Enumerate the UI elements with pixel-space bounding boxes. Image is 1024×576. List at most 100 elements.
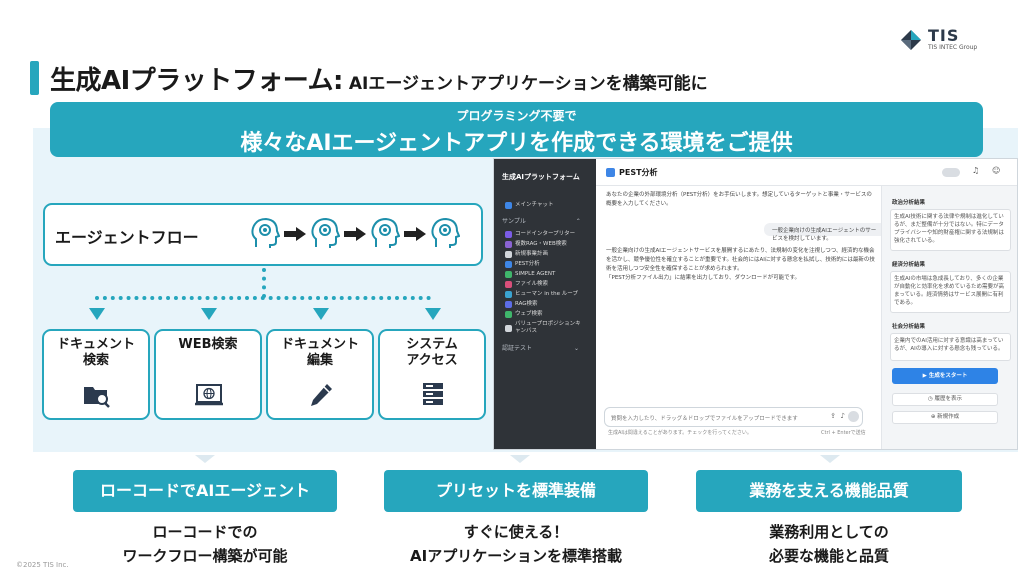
feature-title-quality: 業務を支える機能品質 bbox=[696, 470, 962, 512]
app-header: PEST分析 ♫ ☺ bbox=[596, 159, 1017, 186]
sidebar-section-test[interactable]: 認証テスト ⌄ bbox=[502, 343, 596, 352]
feature-desc-presets: すぐに使える！ AIアプリケーションを標準搭載 bbox=[410, 523, 622, 565]
political-title: 政治分析結果 bbox=[892, 200, 926, 206]
sidebar-item[interactable]: RAG検索 bbox=[505, 301, 596, 308]
app-screenshot: 生成AIプラットフォーム メインチャット サンプル ⌃ コードインタープリター複… bbox=[493, 158, 1018, 450]
sidebar-item[interactable]: ファイル検索 bbox=[505, 281, 596, 288]
sidebar-item[interactable]: PEST分析 bbox=[505, 261, 596, 268]
flow-connector-horizontal bbox=[95, 296, 431, 300]
divider-triangle bbox=[820, 455, 840, 463]
sidebar-section-label: 認証テスト bbox=[502, 345, 533, 352]
page-title: 生成AIプラットフォーム: AIエージェントアプリケーションを構築可能に bbox=[50, 60, 708, 97]
banner-headline: 様々なAIエージェントアプリを作成できる環境をご提供 bbox=[240, 131, 793, 156]
sidebar-item[interactable]: 複数RAG・WEB検索 bbox=[505, 241, 596, 248]
arrow-down-icon bbox=[201, 308, 217, 320]
divider-triangle bbox=[510, 455, 530, 463]
social-title: 社会分析結果 bbox=[892, 324, 926, 330]
send-button[interactable] bbox=[848, 411, 859, 422]
feature-title-lowcode: ローコードでAIエージェント bbox=[73, 470, 337, 512]
sidebar-item[interactable]: 新規事業計画 bbox=[505, 251, 596, 258]
sidebar-item[interactable]: ヒューマン in the ループ bbox=[505, 291, 596, 298]
sidebar-sample-list: コードインタープリター複数RAG・WEB検索新規事業計画 PEST分析 SIMPLE… bbox=[494, 231, 596, 335]
logo-tagline: TIS INTEC Group bbox=[928, 44, 978, 51]
user-message: 一般企業向けの生成AIエージェントのサービスを検討しています。 bbox=[764, 223, 888, 242]
start-generation-button[interactable]: ▶ 生成をスタート bbox=[892, 368, 998, 384]
app-icon bbox=[505, 281, 512, 288]
arrow-down-icon bbox=[425, 308, 441, 320]
title-sub: AIエージェントアプリケーションを構築可能に bbox=[342, 74, 708, 94]
agent-flow-chain bbox=[250, 217, 460, 251]
chat-input[interactable]: 質問を入力したり、ドラッグ＆ドロップでファイルをアップロードできます ⇪ ♪ bbox=[604, 407, 863, 427]
title-accent-bar bbox=[30, 61, 39, 95]
company-logo: TIS TIS INTEC Group bbox=[900, 28, 977, 51]
sidebar-item[interactable]: ウェブ検索 bbox=[505, 311, 596, 318]
show-history-button[interactable]: ◷ 履歴を表示 bbox=[892, 393, 998, 406]
app-icon bbox=[505, 231, 512, 238]
tool-web-search: WEB検索 bbox=[154, 329, 262, 420]
mic-icon[interactable]: ♪ bbox=[840, 412, 845, 420]
app-brand: 生成AIプラットフォーム bbox=[502, 173, 580, 181]
title-main: 生成AIプラットフォーム: bbox=[50, 66, 343, 96]
tool-label: システム アクセス bbox=[406, 337, 458, 368]
sidebar-item-label: RAG検索 bbox=[515, 301, 538, 307]
sidebar-section-samples[interactable]: サンプル ⌃ bbox=[502, 216, 596, 225]
app-icon bbox=[505, 291, 512, 298]
folder-search-icon bbox=[84, 387, 110, 408]
sidebar-item-main-chat[interactable]: メインチャット bbox=[505, 202, 596, 209]
tool-label: ドキュメント 編集 bbox=[280, 337, 359, 368]
analysis-panel: 政治分析結果 生成AI技術に関する法律や規制は進化しているが、まだ整備が十分では… bbox=[881, 186, 1017, 449]
app-title-text: PEST分析 bbox=[619, 168, 658, 177]
app-page-title: PEST分析 bbox=[606, 167, 658, 178]
theme-toggle[interactable] bbox=[942, 168, 960, 177]
app-icon bbox=[505, 241, 512, 248]
feature-desc-quality: 業務利用としての 必要な機能と品質 bbox=[768, 523, 889, 565]
tool-label: ドキュメント 検索 bbox=[56, 337, 135, 368]
flow-connector-vertical bbox=[262, 268, 266, 298]
sidebar-item-label: コードインタープリター bbox=[515, 231, 576, 237]
app-icon bbox=[505, 311, 512, 318]
new-button[interactable]: ⊕ 新規作成 bbox=[892, 411, 998, 424]
chat-icon bbox=[505, 202, 512, 209]
tool-label: WEB検索 bbox=[178, 337, 238, 352]
sidebar-item-label: 複数RAG・WEB検索 bbox=[515, 241, 567, 247]
sidebar-item-label: SIMPLE AGENT bbox=[515, 271, 556, 277]
ai-head-icon bbox=[371, 217, 400, 248]
app-icon bbox=[505, 324, 512, 332]
chevron-down-icon: ⌄ bbox=[573, 345, 579, 352]
arrow-right-icon bbox=[344, 227, 366, 241]
app-icon bbox=[505, 271, 512, 278]
sidebar-item[interactable]: SIMPLE AGENT bbox=[505, 271, 596, 278]
sidebar-item-label: ファイル検索 bbox=[515, 281, 549, 287]
app-sidebar: 生成AIプラットフォーム メインチャット サンプル ⌃ コードインタープリター複… bbox=[494, 159, 596, 449]
assistant-intro: あなたの企業の外部環境分析（PEST分析）をお手伝いします。想定しているターゲッ… bbox=[606, 192, 872, 207]
app-icon bbox=[505, 261, 512, 268]
headline-banner: プログラミング不要で 様々なAIエージェントアプリを作成できる環境をご提供 bbox=[50, 102, 983, 157]
app-icon bbox=[505, 251, 512, 258]
sidebar-item-label: 新規事業計画 bbox=[515, 251, 549, 257]
logo-name: TIS bbox=[928, 26, 960, 45]
pest-icon bbox=[606, 168, 615, 177]
web-browser-icon bbox=[195, 384, 223, 406]
agent-flow-label: エージェントフロー bbox=[55, 228, 199, 247]
sidebar-item[interactable]: バリュープロポジションキャンバス bbox=[505, 321, 596, 335]
tool-system-access: システム アクセス bbox=[378, 329, 486, 420]
sidebar-item-label: ウェブ検索 bbox=[515, 311, 543, 317]
upload-icon[interactable]: ⇪ bbox=[830, 412, 836, 420]
ai-head-icon bbox=[431, 217, 460, 248]
political-result: 生成AI技術に関する法律や規制は進化しているが、まだ整備が十分ではない。特にデー… bbox=[890, 209, 1011, 251]
copyright: ©2025 TIS Inc. bbox=[16, 561, 69, 569]
banner-subline: プログラミング不要で bbox=[456, 109, 577, 123]
arrow-down-icon bbox=[313, 308, 329, 320]
sidebar-item[interactable]: コードインタープリター bbox=[505, 231, 596, 238]
agent-flow-box: エージェントフロー bbox=[43, 203, 483, 266]
bell-icon[interactable]: ♫ bbox=[972, 166, 980, 175]
send-hint: Ctrl + Enterで送信 bbox=[821, 430, 866, 436]
chevron-up-icon: ⌃ bbox=[575, 218, 581, 225]
user-icon[interactable]: ☺ bbox=[992, 166, 1001, 175]
economic-title: 経済分析結果 bbox=[892, 262, 926, 268]
tool-document-search: ドキュメント 検索 bbox=[42, 329, 150, 420]
arrow-right-icon bbox=[284, 227, 306, 241]
chat-input-placeholder: 質問を入力したり、ドラッグ＆ドロップでファイルをアップロードできます bbox=[611, 416, 798, 422]
tis-logo-icon bbox=[901, 29, 921, 50]
assistant-reply-note: 「PEST分析ファイル出力」に結果を出力しており、ダウンロードが可能です。 bbox=[606, 275, 801, 281]
